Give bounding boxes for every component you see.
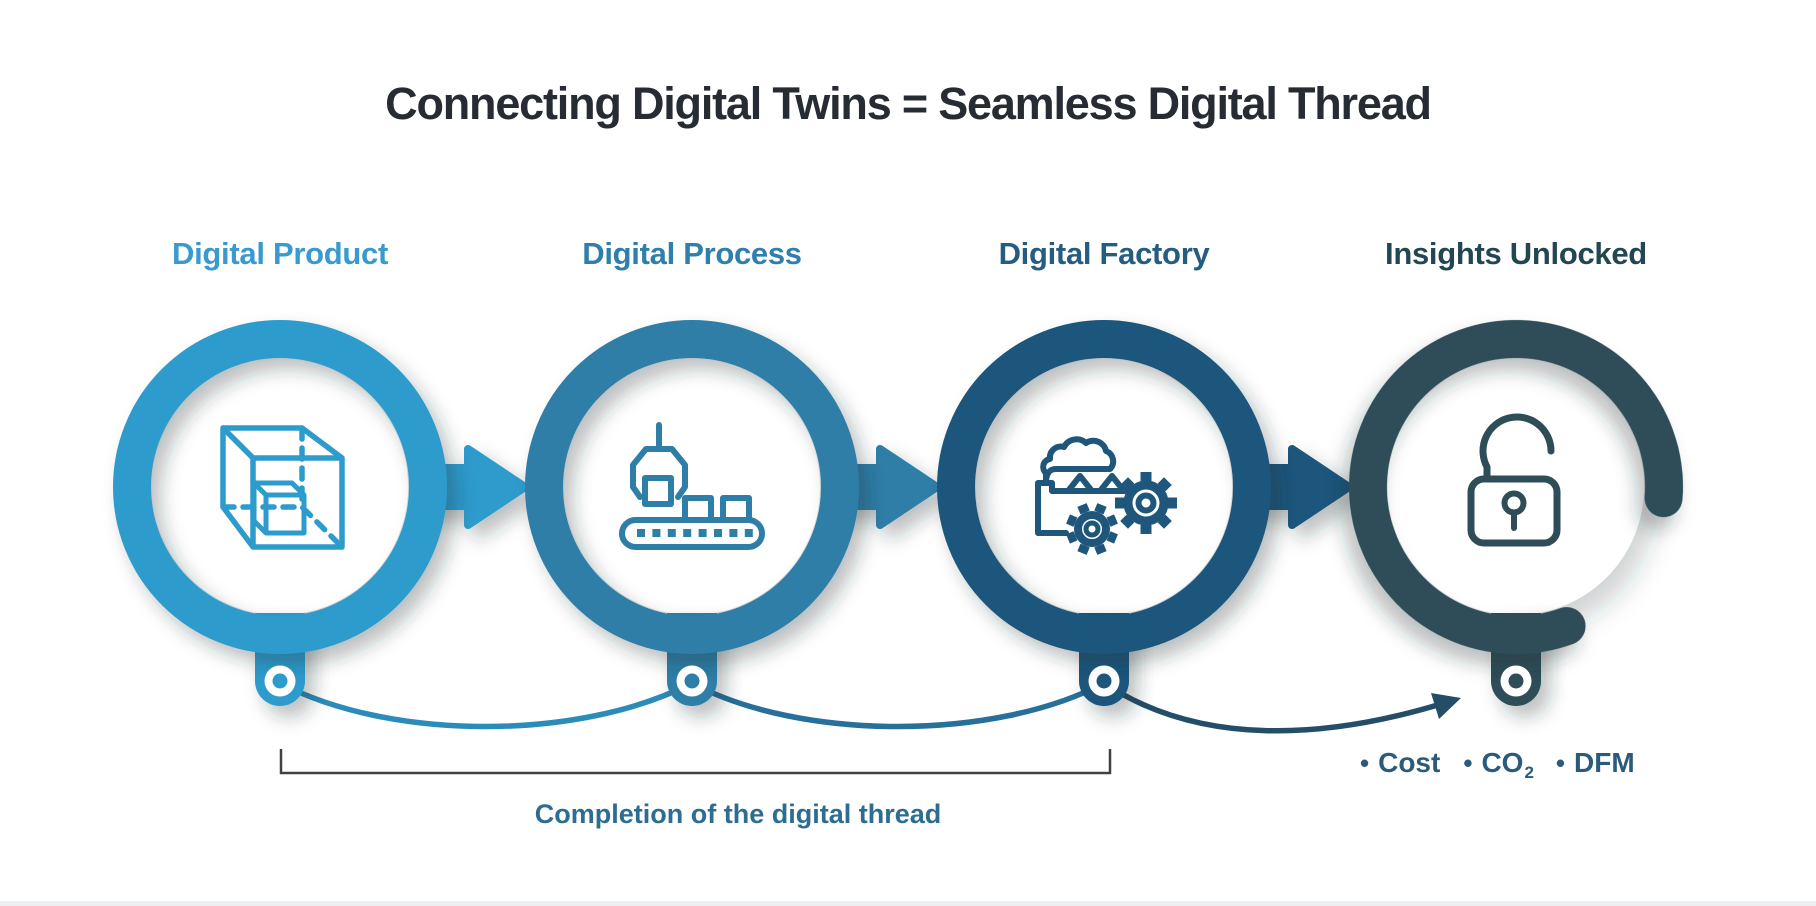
- metric-cost: • Cost: [1360, 747, 1440, 779]
- bullet-icon: •: [1463, 748, 1473, 778]
- stage-label-digital-factory: Digital Factory: [998, 236, 1210, 271]
- thread-curve-1: [277, 680, 695, 730]
- bullet-icon: •: [1555, 748, 1566, 778]
- gripper-conveyor-icon: [619, 422, 765, 550]
- metric-subscript: 2: [1524, 763, 1534, 782]
- thread-arrowhead: [1431, 693, 1461, 719]
- metric-dfm: • DFM: [1556, 747, 1635, 779]
- metric-co2: • CO 2: [1463, 747, 1534, 782]
- open-padlock-icon: [1467, 413, 1561, 547]
- stage-insights-unlocked: [1349, 320, 1683, 706]
- stage-ring: [525, 320, 859, 654]
- pin-dot: [1096, 673, 1112, 689]
- metric-label: CO: [1481, 747, 1524, 778]
- stage-ring: [113, 320, 447, 654]
- pin-dot: [684, 673, 700, 689]
- metric-label: DFM: [1574, 747, 1635, 778]
- stage-inner-disc: [152, 359, 408, 615]
- completion-bracket: [279, 749, 1112, 775]
- pin-dot: [272, 673, 288, 689]
- thread-curve-3: [1101, 680, 1444, 734]
- stage-digital-factory: [937, 320, 1271, 706]
- stage-inner-disc: [564, 359, 820, 615]
- completion-caption: Completion of the digital thread: [534, 799, 942, 829]
- insight-metrics: • Cost • CO 2 • DFM: [1360, 747, 1635, 782]
- factory-gears-icon: [1035, 436, 1177, 555]
- bullet-icon: •: [1360, 748, 1370, 778]
- pin-dot: [1508, 673, 1524, 689]
- stage-ring: [937, 320, 1271, 654]
- bottom-edge-strip: [0, 901, 1816, 906]
- stage-label-digital-process: Digital Process: [582, 236, 802, 271]
- page-title: Connecting Digital Twins = Seamless Digi…: [385, 78, 1432, 129]
- smoke-cloud: [1040, 436, 1117, 486]
- stage-ring: [1349, 320, 1683, 654]
- stage-digital-process: [525, 320, 859, 706]
- 3d-cube-icon: [220, 425, 345, 550]
- stage-label-insights-unlocked: Insights Unlocked: [1385, 236, 1647, 271]
- metric-label: Cost: [1378, 747, 1441, 778]
- stage-digital-product: [113, 320, 447, 706]
- stage-label-digital-product: Digital Product: [172, 236, 388, 271]
- stage-inner-disc: [1388, 359, 1644, 615]
- thread-curve-2: [689, 680, 1107, 730]
